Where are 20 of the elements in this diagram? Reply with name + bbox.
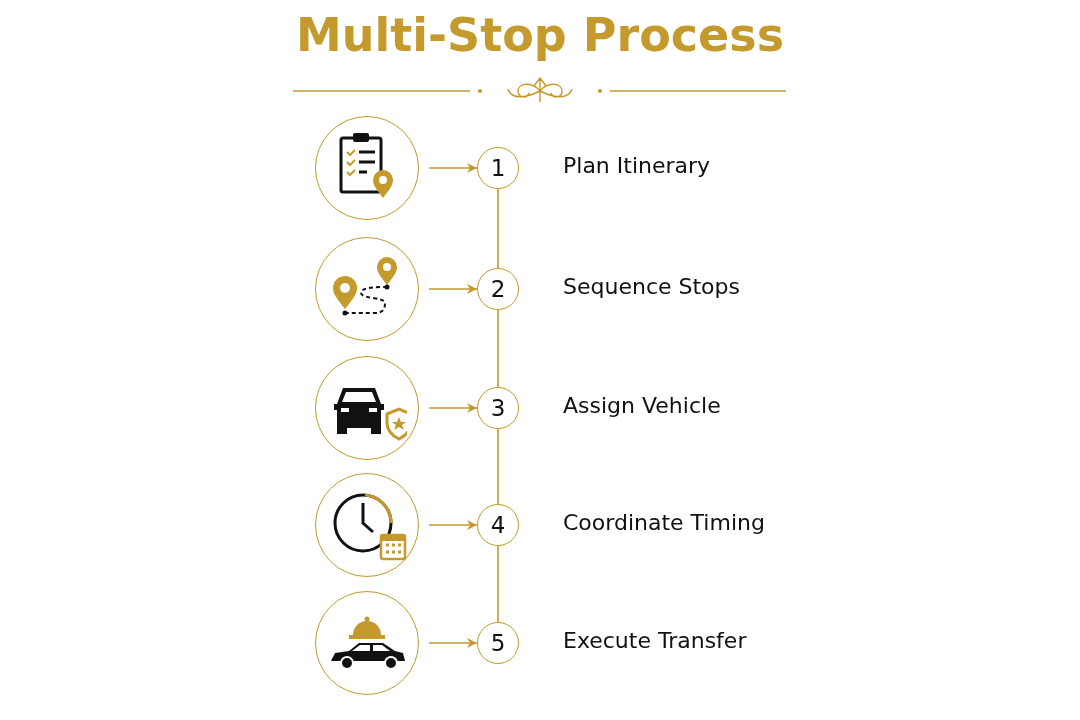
title: Multi-Stop Process	[295, 8, 785, 62]
step-label: Sequence Stops	[563, 274, 740, 299]
step-number-circle: 1	[477, 147, 519, 189]
step-number-circle: 4	[477, 504, 519, 546]
connector-line	[497, 545, 499, 623]
connector-line	[497, 309, 499, 388]
step-number-circle: 3	[477, 387, 519, 429]
step-label: Assign Vehicle	[563, 393, 721, 418]
arrow	[428, 403, 478, 413]
step-label: Execute Transfer	[563, 628, 747, 653]
step-number-circle: 5	[477, 622, 519, 664]
step-label: Coordinate Timing	[563, 510, 765, 535]
arrow	[428, 638, 478, 648]
arrow	[428, 284, 478, 294]
connector-line	[497, 188, 499, 269]
step-number-circle: 2	[477, 268, 519, 310]
arrow	[428, 163, 478, 173]
arrow	[428, 520, 478, 530]
step-label: Plan Itinerary	[563, 153, 711, 178]
connector-line	[497, 428, 499, 505]
